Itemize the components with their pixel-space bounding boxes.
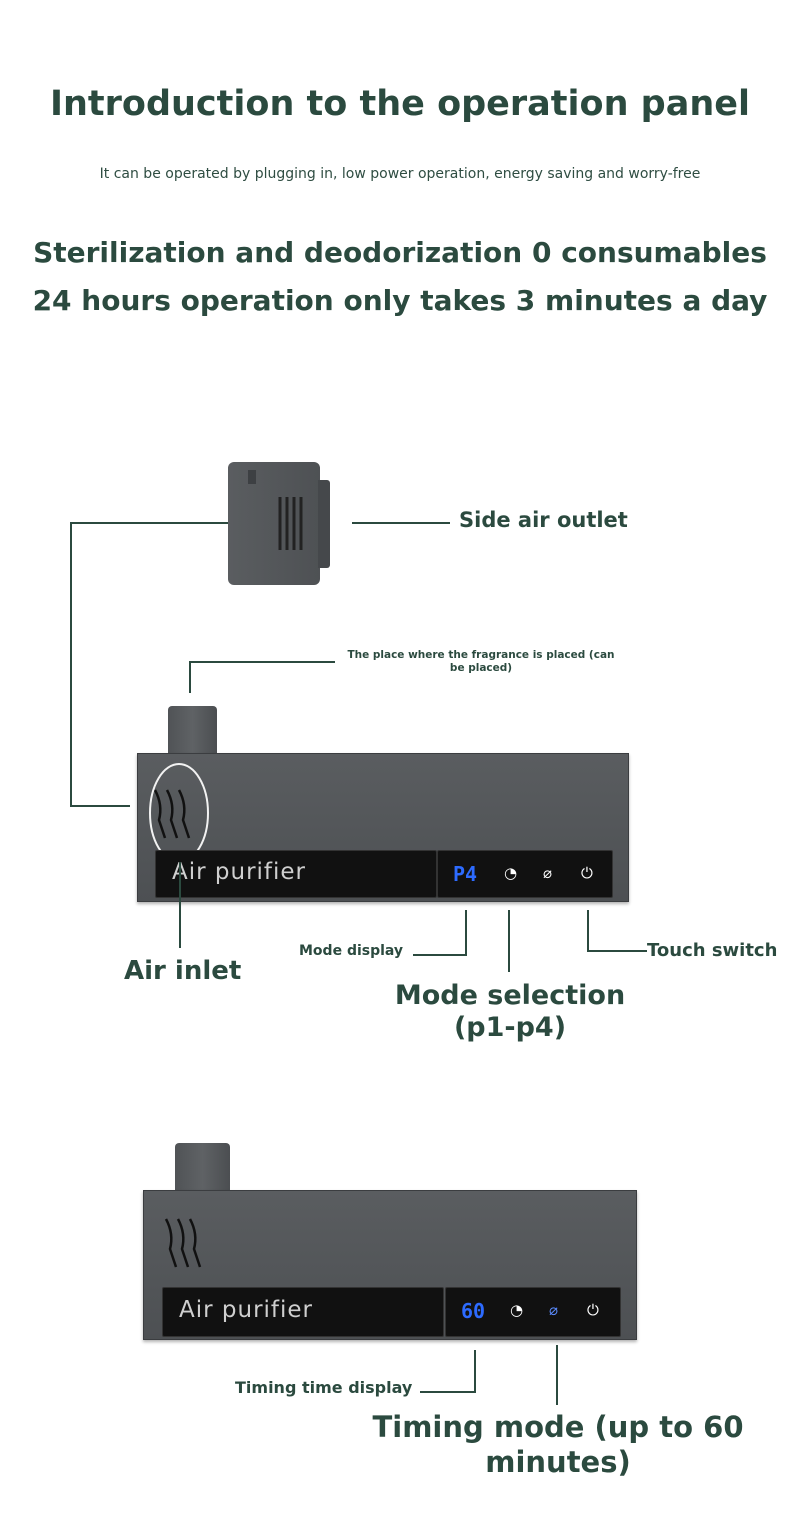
fragrance-label: The place where the fragrance is placed …	[347, 649, 615, 674]
air-inlet-label: Air inlet	[124, 956, 242, 986]
headline-2: 24 hours operation only takes 3 minutes …	[32, 284, 768, 317]
subtitle: It can be operated by plugging in, low p…	[99, 166, 701, 182]
mode-selection-label: Mode selection	[394, 980, 626, 1011]
timing-mode-label-2: minutes)	[485, 1445, 631, 1479]
power-icon[interactable]: ⏻	[587, 1301, 599, 1319]
timing-display-label: Timing time display	[235, 1378, 413, 1397]
mode-icon[interactable]: ◔	[504, 864, 518, 882]
page-title: Introduction to the operation panel	[49, 84, 751, 124]
mode-icon[interactable]: ◔	[510, 1301, 524, 1319]
timing-mode-label: Timing mode (up to 60	[372, 1410, 744, 1444]
device-name: Air purifier	[172, 859, 307, 885]
name-plate: Air purifier	[162, 1287, 444, 1337]
name-plate: Air purifier	[155, 850, 437, 898]
air-inlet-vent-icon	[164, 1218, 202, 1268]
headline-1: Sterilization and deodorization 0 consum…	[33, 236, 767, 269]
side-view-device	[228, 462, 333, 585]
mode-selection-range: (p1-p4)	[453, 1012, 567, 1043]
mode-display-label: Mode display	[299, 943, 404, 959]
power-icon[interactable]: ⏻	[581, 864, 593, 882]
control-panel: 60 ◔ ⌀ ⏻	[445, 1287, 621, 1337]
device-name: Air purifier	[179, 1297, 314, 1323]
timer-display: 60	[461, 1299, 486, 1323]
fragrance-holder	[175, 1143, 230, 1190]
timer-icon[interactable]: ⌀	[549, 1301, 559, 1319]
control-panel: P4 ◔ ⌀ ⏻	[437, 850, 613, 898]
side-air-outlet-label: Side air outlet	[459, 508, 628, 532]
mode-display: P4	[453, 862, 478, 886]
vent-slots-icon	[278, 497, 303, 550]
touch-switch-label: Touch switch	[647, 940, 778, 961]
timer-icon[interactable]: ⌀	[543, 864, 553, 882]
fragrance-holder	[168, 706, 217, 753]
